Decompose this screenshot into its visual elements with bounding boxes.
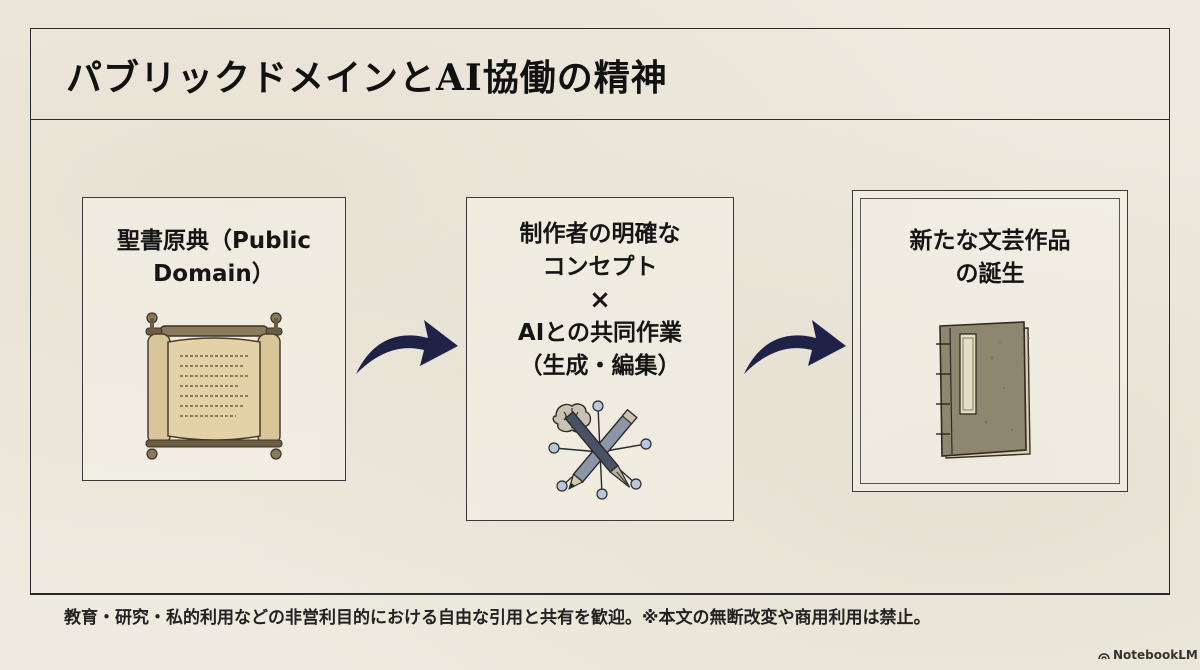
usage-notice: 教育・研究・私的利用などの非営利目的における自由な引用と共有を歓迎。※本文の無断… <box>64 608 931 628</box>
collaboration-label-line2: コンセプト <box>542 254 658 280</box>
flow-arrow-1 <box>356 320 458 374</box>
source-label: 聖書原典（Public Domain） <box>82 225 346 291</box>
slide-frame <box>30 28 1170 594</box>
source-label-line1: 聖書原典（Public <box>116 228 312 254</box>
source-label-line2: Domain） <box>153 261 275 287</box>
book-icon <box>936 321 1031 459</box>
brain-pencil-pen-icon <box>548 400 652 500</box>
title-divider <box>30 119 1170 120</box>
notebooklm-logo-icon <box>1098 653 1110 660</box>
result-label-line2: の誕生 <box>955 261 1025 287</box>
result-box-inner-border <box>860 198 1120 484</box>
footer-divider <box>30 594 1170 595</box>
scroll-icon <box>145 312 283 460</box>
multiply-sign: × <box>589 285 611 315</box>
notebooklm-branding: NotebookLM <box>1098 646 1198 664</box>
collaboration-label-line1: 制作者の明確な <box>519 221 681 247</box>
collaboration-label: 制作者の明確な コンセプト × AIとの共同作業 （生成・編集） <box>466 218 734 383</box>
collaboration-box <box>466 197 734 521</box>
result-label: 新たな文芸作品 の誕生 <box>852 225 1128 291</box>
slide-title: パブリックドメインとAI協働の精神 <box>66 57 668 99</box>
notebooklm-label: NotebookLM <box>1113 648 1198 662</box>
result-label-line1: 新たな文芸作品 <box>909 228 1071 254</box>
flow-arrow-2 <box>744 320 846 374</box>
collaboration-label-line3: AIとの共同作業 <box>517 320 683 346</box>
collaboration-label-line4: （生成・編集） <box>519 353 681 379</box>
